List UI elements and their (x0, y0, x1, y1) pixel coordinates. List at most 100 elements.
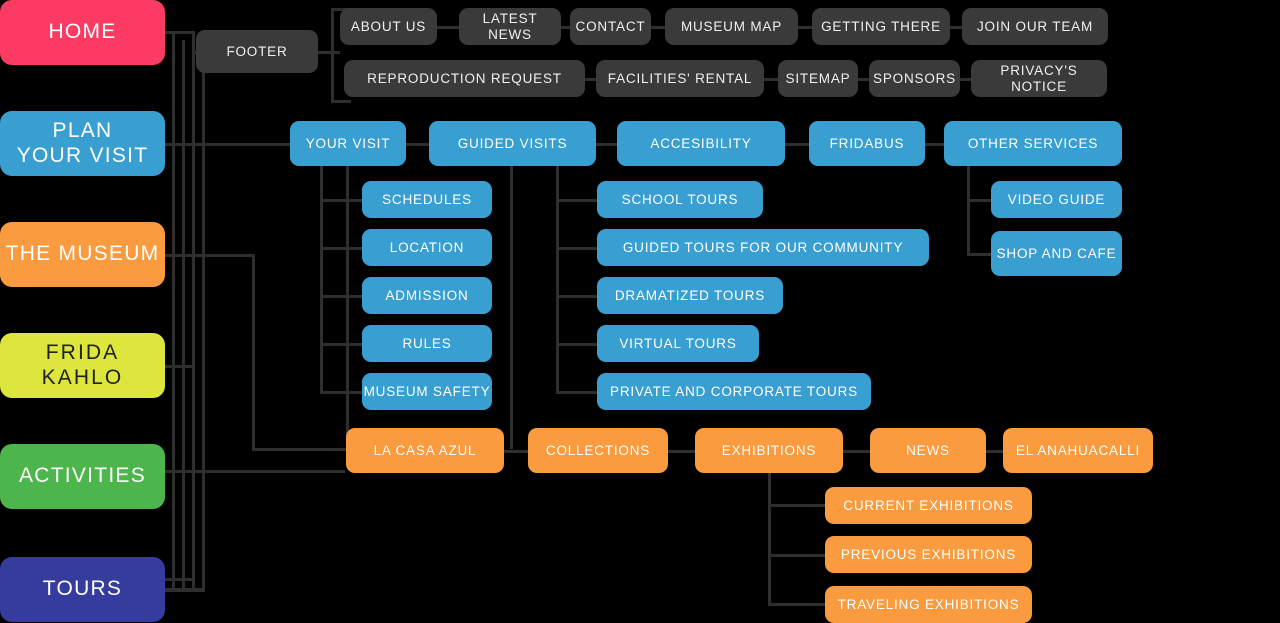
node-schedules[interactable]: SCHEDULES (362, 181, 492, 218)
connector (785, 143, 810, 146)
connector (798, 26, 813, 29)
node-guided-tours-for-our-community[interactable]: GUIDED TOURS FOR OUR COMMUNITY (597, 229, 929, 266)
node-guided-visits[interactable]: GUIDED VISITS (429, 121, 596, 166)
connector (437, 26, 462, 29)
connector (318, 51, 340, 54)
connector (320, 166, 323, 393)
connector (556, 391, 598, 394)
node-home[interactable]: HOME (0, 0, 165, 65)
connector (556, 343, 598, 346)
connector (165, 31, 195, 34)
connector (182, 40, 185, 591)
node-location[interactable]: LOCATION (362, 229, 492, 266)
node-collections[interactable]: COLLECTIONS (528, 428, 668, 473)
node-museum-safety[interactable]: MUSEUM SAFETY (362, 373, 492, 410)
connector (768, 603, 826, 606)
node-frida-kahlo-line2: KAHLO (41, 365, 124, 389)
connector (510, 166, 513, 449)
node-footer-reproduction-request[interactable]: REPRODUCTION REQUEST (344, 60, 585, 97)
connector (556, 247, 598, 250)
connector (585, 78, 597, 81)
node-plan-your-visit-line2: YOUR VISIT (16, 143, 149, 167)
node-footer-about-us[interactable]: ABOUT US (340, 8, 437, 45)
node-school-tours[interactable]: SCHOOL TOURS (597, 181, 763, 218)
connector (320, 343, 362, 346)
connector (668, 450, 696, 453)
node-previous-exhibitions[interactable]: PREVIOUS EXHIBITIONS (825, 536, 1032, 573)
connector (768, 554, 826, 557)
connector (165, 365, 192, 368)
node-admission[interactable]: ADMISSION (362, 277, 492, 314)
node-footer-privacys-notice[interactable]: PRIVACY'S NOTICE (971, 60, 1107, 97)
connector (320, 391, 362, 394)
connector (556, 166, 559, 391)
connector (252, 448, 347, 451)
node-la-casa-azul[interactable]: LA CASA AZUL (346, 428, 504, 473)
connector (768, 473, 771, 605)
connector (320, 295, 362, 298)
node-footer-contact[interactable]: CONTACT (570, 8, 651, 45)
node-plan-your-visit[interactable]: PLAN YOUR VISIT (0, 111, 165, 176)
connector (165, 578, 195, 581)
connector (556, 295, 598, 298)
node-traveling-exhibitions[interactable]: TRAVELING EXHIBITIONS (825, 586, 1032, 623)
node-accesibility[interactable]: ACCESIBILITY (617, 121, 785, 166)
node-tours[interactable]: TOURS (0, 557, 165, 622)
connector (165, 589, 205, 592)
node-your-visit[interactable]: YOUR VISIT (290, 121, 406, 166)
connector (331, 8, 334, 103)
connector (165, 254, 255, 257)
node-footer-sitemap[interactable]: SITEMAP (778, 60, 858, 97)
node-video-guide[interactable]: VIDEO GUIDE (991, 181, 1122, 218)
connector (252, 254, 255, 450)
node-news[interactable]: NEWS (870, 428, 986, 473)
node-dramatized-tours[interactable]: DRAMATIZED TOURS (597, 277, 783, 314)
connector (165, 470, 345, 473)
connector (165, 143, 290, 146)
connector (950, 26, 963, 29)
connector (843, 450, 871, 453)
node-the-museum[interactable]: THE MUSEUM (0, 222, 165, 287)
connector (986, 450, 1004, 453)
connector (202, 60, 205, 591)
node-rules[interactable]: RULES (362, 325, 492, 362)
connector (925, 143, 945, 146)
connector (504, 450, 529, 453)
connector (561, 26, 574, 29)
node-footer-getting-there[interactable]: GETTING THERE (812, 8, 950, 45)
connector (556, 199, 598, 202)
node-activities[interactable]: ACTIVITIES (0, 444, 165, 509)
connector (192, 50, 195, 591)
connector (651, 26, 666, 29)
node-plan-your-visit-line1: PLAN (52, 119, 113, 143)
connector (331, 8, 351, 11)
connector (858, 78, 870, 81)
node-footer[interactable]: FOOTER (196, 30, 318, 73)
node-exhibitions[interactable]: EXHIBITIONS (695, 428, 843, 473)
node-footer-join-our-team[interactable]: JOIN OUR TEAM (962, 8, 1108, 45)
node-virtual-tours[interactable]: VIRTUAL TOURS (597, 325, 759, 362)
node-frida-kahlo[interactable]: FRIDA KAHLO (0, 333, 165, 398)
node-footer-latest-news[interactable]: LATEST NEWS (459, 8, 561, 45)
connector (172, 31, 175, 591)
connector (596, 143, 618, 146)
node-footer-sponsors[interactable]: SPONSORS (869, 60, 960, 97)
connector (406, 143, 433, 146)
connector (346, 166, 349, 449)
connector (320, 247, 362, 250)
node-footer-museum-map[interactable]: MUSEUM MAP (665, 8, 798, 45)
connector (967, 166, 970, 255)
connector (192, 31, 195, 53)
connector (320, 199, 362, 202)
node-footer-facilities-rental[interactable]: FACILITIES' RENTAL (596, 60, 764, 97)
node-el-anahuacalli[interactable]: EL ANAHUACALLI (1003, 428, 1153, 473)
node-other-services[interactable]: OTHER SERVICES (944, 121, 1122, 166)
connector (967, 199, 995, 202)
connector (331, 100, 351, 103)
node-shop-and-cafe[interactable]: SHOP AND CAFE (991, 231, 1122, 276)
node-frida-kahlo-line1: FRIDA (45, 341, 120, 365)
node-private-and-corporate-tours[interactable]: PRIVATE AND CORPORATE TOURS (597, 373, 871, 410)
node-fridabus[interactable]: FRIDABUS (809, 121, 925, 166)
node-current-exhibitions[interactable]: CURRENT EXHIBITIONS (825, 487, 1032, 524)
